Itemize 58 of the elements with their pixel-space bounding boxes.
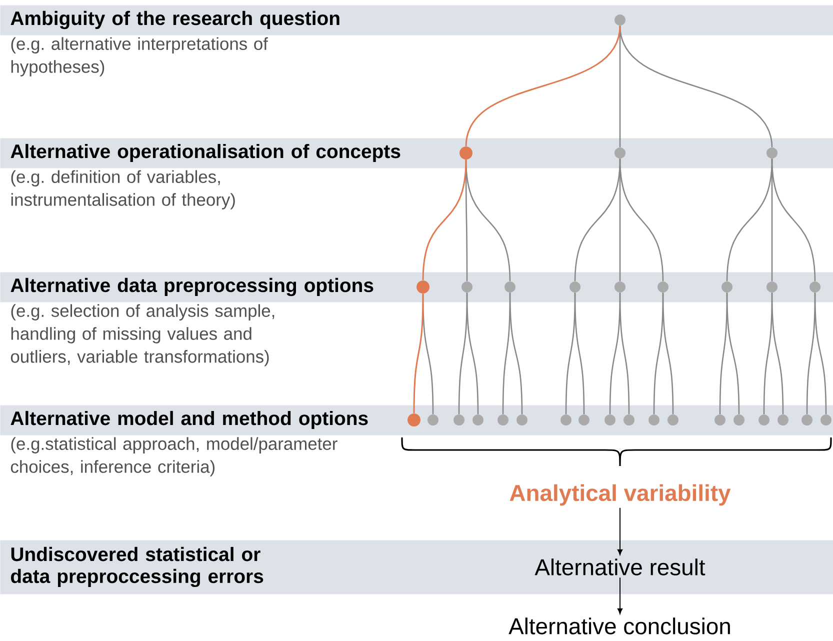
tree-branch [619,26,773,148]
arrow [617,577,623,614]
example-text: (e.g.statistical approach, model/parameter choices, inference criteria) [10,437,338,476]
dot [614,14,626,26]
analysis-label: Analytical variability [510,484,731,506]
dot [658,282,668,292]
dot [714,414,726,426]
arrow [617,507,623,556]
dot [454,414,464,426]
tree-branch [422,160,467,280]
dot [778,414,788,426]
dot [614,148,626,158]
dot [734,414,744,426]
dot [416,280,430,294]
tree-branch [619,292,630,414]
dot [408,414,420,426]
tree-branch [413,294,424,414]
dot [820,414,832,426]
dot [460,146,472,160]
dot [614,282,626,292]
dot [758,414,770,426]
dot [668,414,678,426]
result-text: Alternative result [534,558,706,576]
dot [516,414,528,426]
tree-branch [509,292,523,414]
tree-branch [465,26,621,146]
band: Alternative model and method options [0,405,833,436]
dot [766,148,778,158]
dot [472,414,484,426]
tree-branch [771,292,784,414]
example-text: (e.g. definition of variables, instrumentalisation of theory) [11,170,235,210]
dot [802,414,812,426]
tree-branch [466,292,479,414]
dot [810,282,820,292]
dot [648,414,660,426]
tree-branch [574,292,585,414]
dot [722,282,732,292]
tree-branch [814,292,827,414]
tree-branch [771,158,816,282]
dot [624,414,634,426]
dot [504,282,516,292]
dot [570,282,580,292]
conclusion-text: Alternative conclusion [508,618,730,634]
band: Alternative data preprocessing options [0,272,833,302]
dot [462,282,472,292]
example-text: (e.g. selection of analysis sample, handling of missing values and outliers, variable transformations) [10,304,274,366]
example-text: (e.g. alternative interpretations of hypotheses) [11,37,268,76]
dot [498,414,508,426]
dot [578,414,590,426]
band: Ambiguity of the research question [0,5,833,36]
tree-branch [726,292,740,414]
dot [428,414,438,426]
dot [560,414,572,426]
tree-branch [619,158,664,282]
dot [604,414,616,426]
band: Alternative operationalisation of concepts [0,138,833,168]
dot [766,282,778,292]
tree-branch [662,292,674,414]
